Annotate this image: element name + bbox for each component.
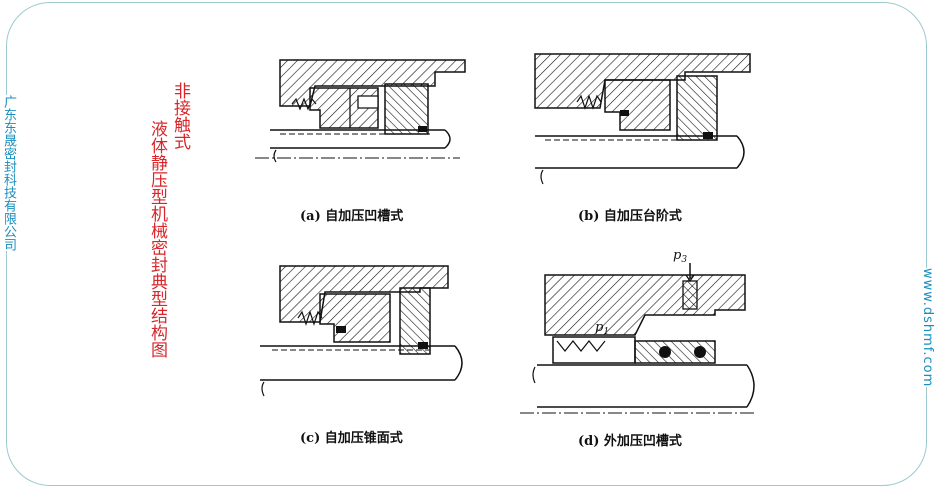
pressure-label-outer-sub: 3 bbox=[681, 255, 687, 265]
svg-text:p3: p3 bbox=[673, 248, 687, 265]
pressure-label-inner-sub: 1 bbox=[603, 327, 609, 337]
o-ring-icon bbox=[418, 126, 427, 132]
figure-d-caption: (d) 外加压凹槽式 bbox=[578, 434, 682, 449]
spring-icon bbox=[291, 97, 317, 111]
figure-b-diagram bbox=[534, 53, 751, 185]
figure-d-diagram: p3 p1 bbox=[520, 248, 755, 414]
website-url-vertical: www.dshmf.com bbox=[917, 268, 935, 388]
figure-a-diagram bbox=[255, 59, 466, 163]
pressure-label-outer: p bbox=[673, 248, 682, 263]
company-name-vertical: 广东东晟密封科技有限公司 bbox=[0, 95, 16, 251]
figure-b-caption: (b) 自加压台阶式 bbox=[578, 209, 682, 224]
svg-text:p1: p1 bbox=[595, 320, 609, 337]
figure-a-caption: (a) 自加压凹槽式 bbox=[300, 209, 404, 224]
title-line-2: 液体静压型机械密封典型结构图 bbox=[147, 120, 167, 358]
title-line-1: 非接触式 bbox=[170, 82, 190, 150]
pressure-label-inner: p bbox=[595, 320, 604, 335]
figure-c-caption: (c) 自加压锥面式 bbox=[300, 431, 403, 446]
figure-c-diagram bbox=[260, 265, 463, 397]
